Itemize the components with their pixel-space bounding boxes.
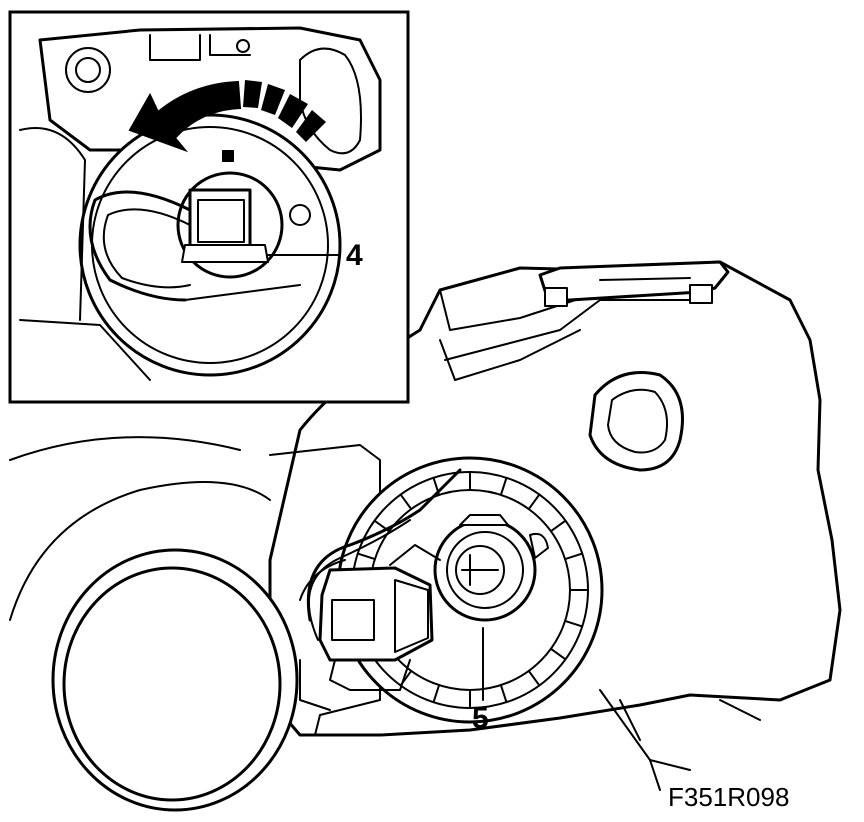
reflector-rib (527, 493, 541, 511)
reflector-rib (527, 669, 541, 687)
housing-slot (588, 371, 684, 472)
main-illustration: 5 (9, 260, 842, 812)
callout-5-label: 5 (472, 702, 489, 735)
top-clip (538, 260, 730, 307)
callout-4-label: 4 (346, 239, 363, 272)
reflector-rib (549, 519, 567, 533)
dust-cap (51, 548, 299, 812)
connector-plug (318, 544, 441, 691)
reflector-rib (499, 684, 508, 704)
reflector-rib (432, 684, 441, 704)
reflector-rib (399, 493, 413, 511)
reflector-rib (549, 647, 567, 661)
wire-harness (299, 468, 462, 641)
figure-code: F351R098 (668, 782, 789, 812)
bulb (433, 514, 549, 622)
reflector-rib (356, 552, 376, 561)
reflector-rib (564, 619, 584, 628)
counterclockwise-arrow-icon (128, 80, 326, 153)
inset-detail: 4 (8, 10, 410, 404)
reflector-rib (499, 476, 508, 496)
reflector-rib (564, 552, 584, 561)
